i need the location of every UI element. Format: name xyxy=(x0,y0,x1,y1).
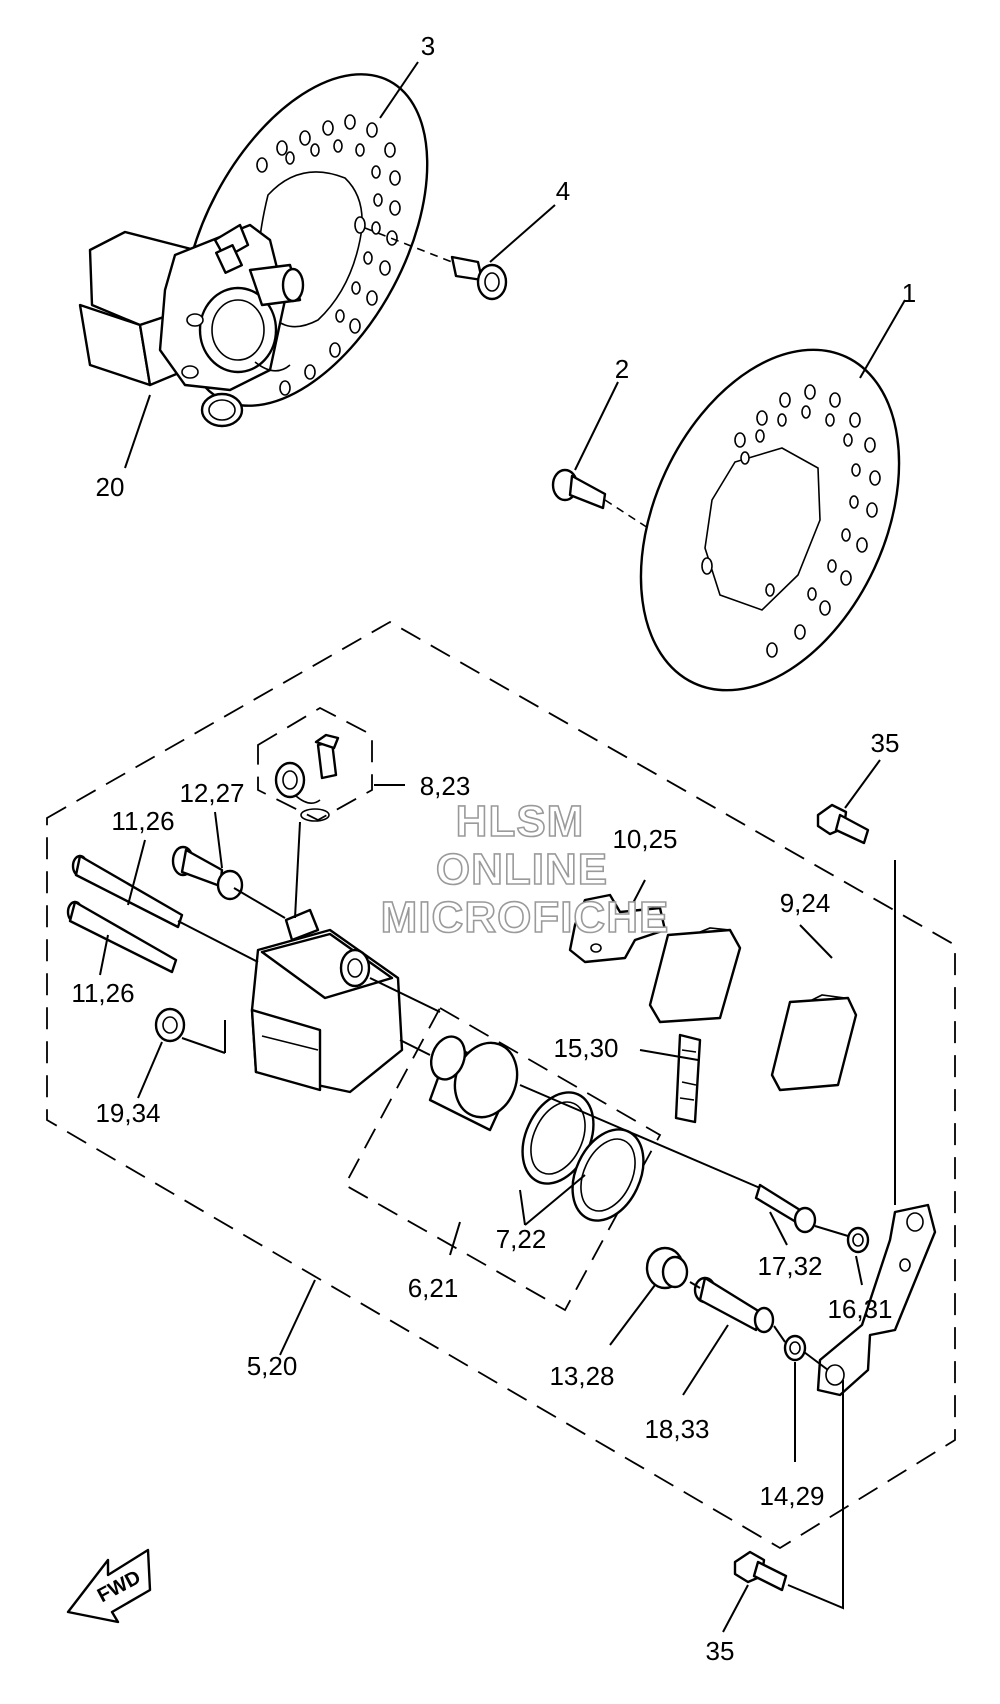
disc-top-bolt-hole xyxy=(354,216,366,234)
kit-outline-8-23 xyxy=(257,706,373,822)
watermark-line-3: MICROFICHE xyxy=(381,893,670,942)
brake-disc-bottom[interactable] xyxy=(590,308,951,731)
bracket-bolt-35-top[interactable] xyxy=(816,803,870,845)
callout-2: 2 xyxy=(615,354,629,384)
caliper-bolt-12-27[interactable] xyxy=(171,845,244,901)
callout-5-20: 5,20 xyxy=(247,1351,298,1381)
kit-outline-6-21 xyxy=(343,1006,662,1312)
pad-support-10-25[interactable] xyxy=(568,893,667,964)
slide-pin-11-26-upper[interactable] xyxy=(71,854,184,929)
callout-20: 20 xyxy=(96,472,125,502)
callout-4: 4 xyxy=(556,176,570,206)
leader-lines xyxy=(99,61,906,1633)
callout-10-25: 10,25 xyxy=(612,824,677,854)
bracket-bolt-35-bottom[interactable] xyxy=(733,1550,788,1592)
caliper-bracket[interactable] xyxy=(816,1203,937,1397)
caliper-assembly-top[interactable] xyxy=(78,223,305,428)
bleed-screw-and-cap[interactable] xyxy=(274,733,340,822)
slide-pin-18-33[interactable] xyxy=(693,1276,775,1334)
piston-seal-7-22-b[interactable] xyxy=(559,1118,658,1232)
bleed-cap-19-34[interactable] xyxy=(154,1007,186,1043)
pad-pin-17-32[interactable] xyxy=(754,1183,817,1234)
callout-35-top: 35 xyxy=(871,728,900,758)
kit-outline-5-20 xyxy=(46,620,956,1550)
washer-16-31[interactable] xyxy=(846,1226,870,1254)
slide-pin-11-26-lower[interactable] xyxy=(66,900,178,974)
disc-bolt-2[interactable] xyxy=(551,468,607,510)
watermark-line-2: ONLINE xyxy=(436,845,608,894)
disc-bottom-vent-holes xyxy=(734,384,881,658)
fwd-arrow-icon: FWD xyxy=(66,1548,152,1624)
callout-14-29: 14,29 xyxy=(759,1481,824,1511)
callout-12-27: 12,27 xyxy=(179,778,244,808)
callout-11-26-bottom: 11,26 xyxy=(71,978,134,1008)
boot-13-28[interactable] xyxy=(645,1246,689,1290)
callout-8-23: 8,23 xyxy=(420,771,471,801)
disc-top-vent-holes xyxy=(256,114,401,396)
assembly-lines xyxy=(177,821,896,1610)
callout-6-21: 6,21 xyxy=(408,1273,459,1303)
watermark-line-1: HLSM xyxy=(456,797,585,846)
brake-pad-9-24-inner[interactable] xyxy=(770,994,858,1092)
callout-35-bottom: 35 xyxy=(706,1636,735,1666)
pad-spring-15-30[interactable] xyxy=(674,1033,702,1124)
callout-1: 1 xyxy=(902,278,916,308)
callout-18-33: 18,33 xyxy=(644,1414,709,1444)
washer-14-29[interactable] xyxy=(783,1334,807,1362)
callout-17-32: 17,32 xyxy=(757,1251,822,1281)
disc-bolt-4[interactable] xyxy=(450,255,508,301)
callout-7-22: 7,22 xyxy=(496,1224,547,1254)
callout-labels: 3 4 1 2 20 35 8,23 12,27 11,26 11,26 10,… xyxy=(71,31,916,1666)
caliper-body[interactable] xyxy=(250,908,404,1094)
callout-11-26-top: 11,26 xyxy=(111,806,174,836)
callout-3: 3 xyxy=(421,31,435,61)
callout-13-28: 13,28 xyxy=(549,1361,614,1391)
caliper-piston[interactable] xyxy=(425,1032,527,1132)
brake-pad-9-24-outer[interactable] xyxy=(648,927,742,1024)
callout-19-34: 19,34 xyxy=(95,1098,160,1128)
callout-16-31: 16,31 xyxy=(827,1294,892,1324)
watermark: HLSM ONLINE MICROFICHE xyxy=(380,796,670,943)
callout-15-30: 15,30 xyxy=(553,1033,618,1063)
callout-9-24: 9,24 xyxy=(780,888,831,918)
